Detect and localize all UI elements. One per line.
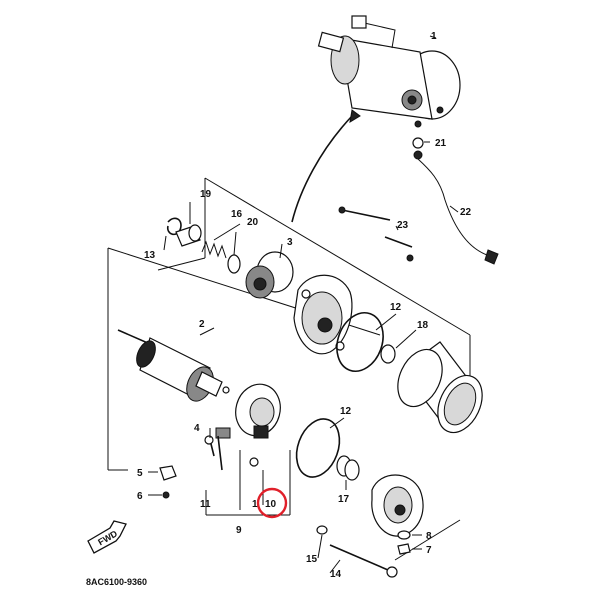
front-bracket [293,274,353,355]
callout-19: 19 [200,189,212,200]
fwd-arrow: FWD [87,520,127,554]
callout-12-upper: 12 [390,302,402,313]
armature [117,329,230,402]
callout-20: 20 [247,217,259,228]
terminal-rods [338,206,414,262]
through-bolt [316,525,398,578]
lead-wire [412,137,499,265]
nut-washer-7-8 [397,530,411,555]
callout-13: 13 [144,250,156,261]
callout-12-lower: 12 [340,406,352,417]
yoke-cylinder [397,341,483,434]
callout-2: 2 [199,319,205,330]
small-fasteners [159,435,223,499]
drawing-code: 8AC6100-9360 [86,577,147,587]
assembly-arrow [291,109,361,223]
callout-4: 4 [194,423,200,434]
callout-14: 14 [330,569,342,580]
callout-7: 7 [426,545,432,556]
callout-6: 6 [137,491,143,502]
leader-lines [148,35,459,574]
callout-10: 10 [265,499,277,510]
washers-17 [336,455,360,481]
pinion-parts [166,217,241,274]
callout-9: 9 [236,525,242,536]
highlight-ring [256,487,288,519]
callout-5: 5 [137,468,143,479]
callout-17: 17 [338,494,350,505]
callout-22: 22 [460,207,472,218]
starter-motor-assembly [317,15,461,128]
callout-11-partial: 1 [252,499,258,510]
callout-21: 21 [435,138,447,149]
brush-holder-plate [215,383,281,467]
washer-18 [380,344,396,364]
callout-18: 18 [417,320,429,331]
rear-cover [371,474,424,537]
o-ring-lower [295,418,341,478]
callout-11: 11 [200,499,211,510]
callout-8: 8 [426,531,432,542]
callout-3: 3 [287,237,293,248]
pinion-gear [245,251,294,299]
callout-labels: 1 2 3 4 5 6 7 8 9 10 11 1 12 12 13 14 15… [137,31,472,580]
callout-1: 1 [431,31,437,42]
callout-16: 16 [231,209,243,220]
callout-23: 23 [397,220,409,231]
o-ring-upper [336,312,384,372]
callout-15: 15 [306,554,318,565]
